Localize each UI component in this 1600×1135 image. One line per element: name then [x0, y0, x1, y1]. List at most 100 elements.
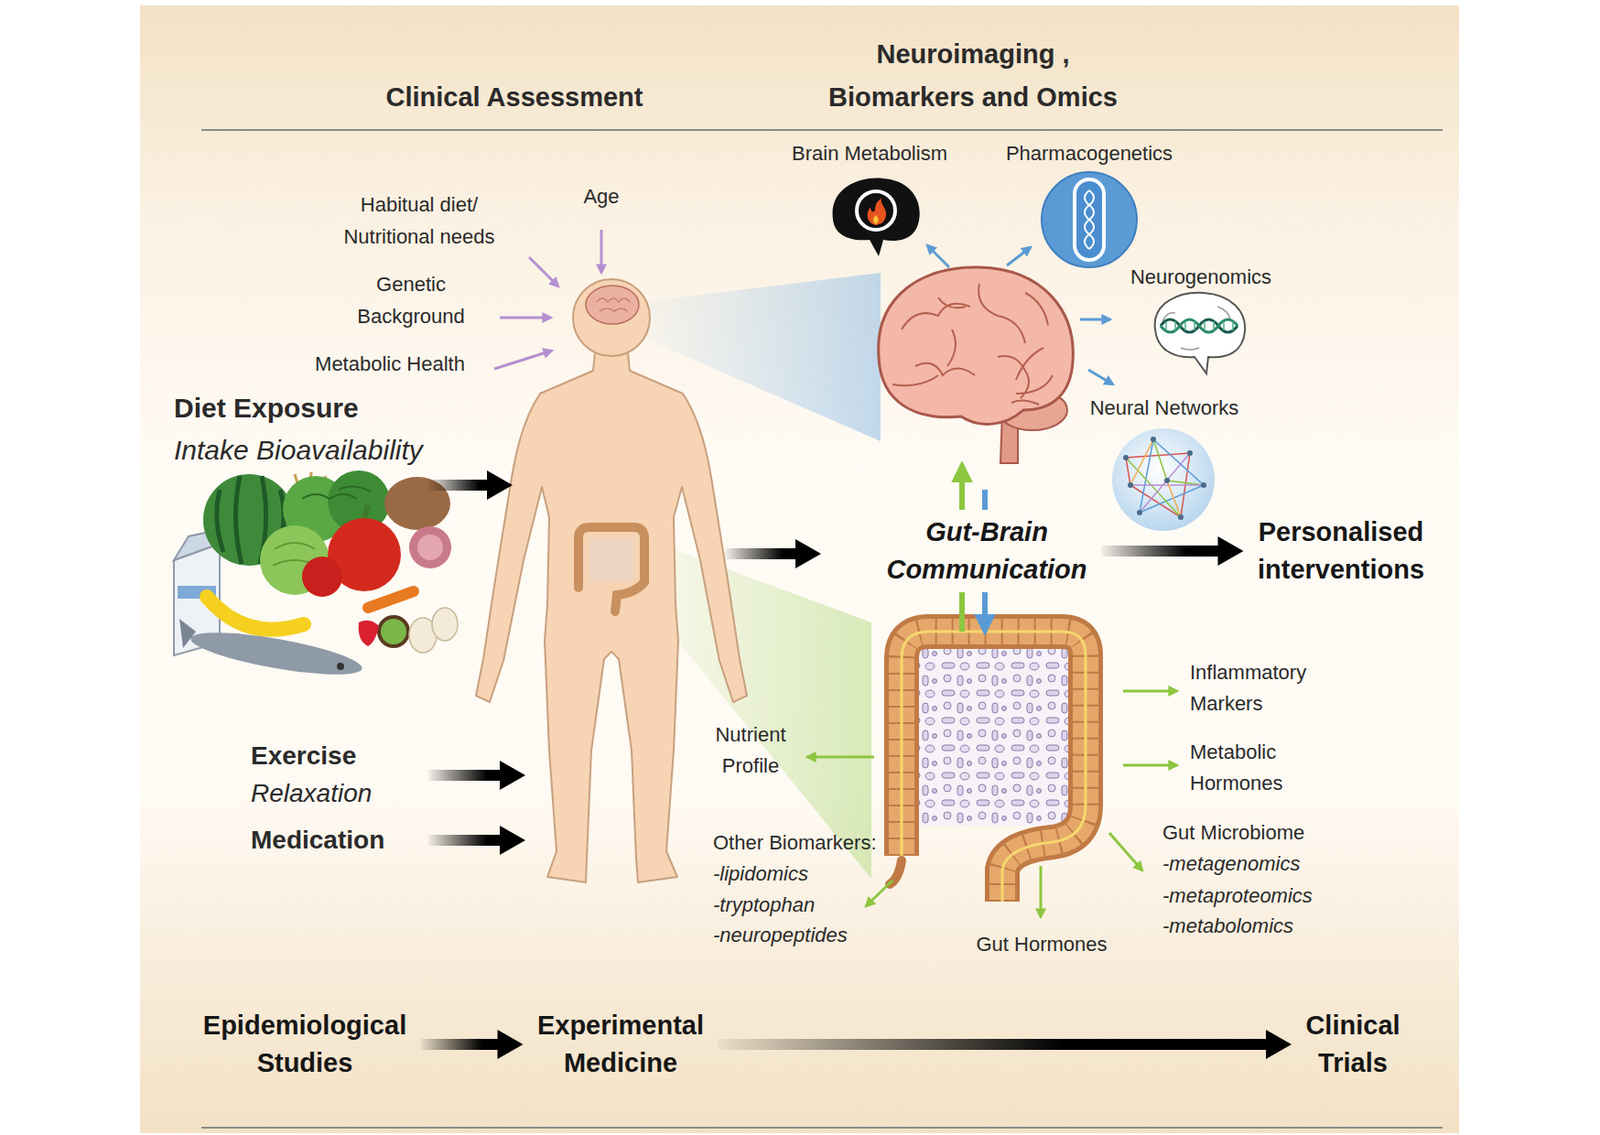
black-flow-arrows-part — [428, 825, 526, 855]
food-illustration-part — [432, 607, 458, 641]
text-label: Metabolic Hormones — [1189, 736, 1346, 800]
flow-node: Clinical Trials — [1297, 1003, 1409, 1086]
node-text: Experimental Medicine — [537, 1010, 704, 1078]
food-illustration-part — [179, 618, 196, 649]
neural-network-icon-part-part — [1150, 436, 1157, 443]
colon-illustration-part — [917, 646, 1070, 826]
green-gut-arrows-part — [865, 880, 893, 907]
large-brain-part — [878, 267, 1074, 424]
brain-metabolism-icon-part — [873, 215, 879, 225]
text-label: Gut Hormones — [975, 931, 1107, 958]
black-flow-arrows-part — [724, 539, 822, 569]
text-label: Clinical Assessment — [386, 81, 644, 113]
text-label: -metagenomics — [1162, 851, 1300, 877]
text-label: Neural Networks — [1090, 395, 1240, 422]
text-label: Relaxation — [250, 778, 372, 810]
human-figure-part — [596, 298, 630, 312]
neural-network-icon-part-part — [1127, 482, 1134, 488]
food-illustration-part — [336, 662, 345, 671]
blue-brain-arrows-part — [1080, 318, 1111, 322]
flow-node: Epidemiological Studies — [194, 1003, 416, 1086]
food-illustration-part — [206, 596, 304, 630]
flow-arrow — [1101, 536, 1244, 566]
neural-network-icon-part-part — [1164, 477, 1170, 484]
neural-network-icon-part-part — [1136, 509, 1143, 516]
text-label: Inflammatory Markers — [1189, 657, 1346, 720]
green-gut-arrows-part — [807, 756, 875, 759]
node-text: Epidemiological Studies — [203, 1010, 407, 1078]
neural-network-icon-part — [1125, 439, 1204, 518]
neural-network-icon-part-part — [1178, 514, 1184, 520]
colon-illustration-part — [901, 631, 1086, 902]
neural-network-icon-part — [1130, 439, 1181, 518]
brain-metabolism-icon-part — [867, 198, 887, 226]
black-flow-arrows-part — [428, 470, 513, 500]
colon-illustration-part — [901, 631, 1086, 902]
brain-metabolism-icon — [832, 178, 920, 257]
neurogenomics-icon — [1155, 292, 1245, 374]
human-figure-part — [585, 285, 639, 325]
text-label: Other Biomarkers: — [713, 830, 877, 856]
colon-illustration-part — [901, 631, 1086, 902]
text-label: -lipidomics — [713, 861, 809, 887]
purple-input-arrows-part — [494, 350, 552, 369]
neurogenomics-icon-part — [1160, 319, 1238, 333]
neurogenomics-icon-part — [1160, 319, 1238, 333]
header-rules-part — [201, 1126, 1443, 1129]
text-label: Nutrient Profile — [691, 719, 811, 782]
neural-network-icon-part-part — [1187, 450, 1193, 456]
food-illustration-part — [367, 591, 414, 608]
neural-network-icon-part — [1112, 428, 1215, 531]
purple-input-arrows-part — [529, 257, 559, 287]
neural-network-icon — [1112, 428, 1215, 531]
pharmacogenetics-icon-part — [1041, 172, 1137, 268]
text-label: Medication — [250, 824, 385, 856]
colon-illustration — [889, 631, 1086, 902]
text-label: -neuropeptides — [713, 922, 848, 949]
text-label: -tryptophan — [713, 892, 815, 919]
large-brain-part — [892, 283, 1053, 405]
flow-arrow — [718, 1029, 1293, 1060]
large-brain — [878, 267, 1074, 464]
brain-metabolism-icon-part — [856, 191, 896, 230]
food-illustration-part — [378, 616, 409, 647]
food-illustration-part — [188, 624, 366, 684]
node-text: Clinical Trials — [1305, 1010, 1400, 1078]
colon-illustration-part — [901, 631, 1086, 902]
text-label: Exercise — [250, 740, 357, 772]
node-text: Personalised interventions — [1257, 517, 1425, 584]
text-label: -metabolomics — [1162, 913, 1294, 940]
node-text: Gut-Brain Communication — [886, 517, 1087, 584]
neurogenomics-icon-part — [1155, 292, 1245, 374]
text-label: Age — [583, 183, 619, 210]
header-rules — [201, 129, 1443, 1128]
black-flow-arrows — [428, 470, 822, 855]
flow-node: Personalised interventions — [1249, 509, 1434, 593]
food-illustration-part — [302, 486, 371, 499]
pharmacogenetics-icon — [1041, 172, 1137, 268]
flow-node: Experimental Medicine — [529, 1003, 714, 1086]
text-label: Brain Metabolism — [791, 140, 948, 167]
text-label: Genetic Background — [333, 268, 489, 333]
neural-network-icon-part-part — [1200, 482, 1207, 488]
text-label: Metabolic Health — [314, 351, 465, 378]
brain-metabolism-icon-part — [832, 178, 920, 257]
text-label: Diet Exposure — [173, 391, 359, 425]
human-figure — [475, 279, 747, 883]
food-illustration-part — [302, 556, 343, 597]
food-illustration-part — [417, 534, 444, 561]
header-rules-part — [201, 129, 1443, 131]
neural-network-icon-part — [1123, 436, 1207, 520]
flow-node: Gut-Brain Communication — [877, 509, 1096, 593]
flow-arrow — [421, 1029, 524, 1060]
human-figure-part — [578, 527, 645, 612]
purple-input-arrows-part — [600, 229, 604, 273]
text-label: Neurogenomics — [1130, 264, 1272, 291]
purple-input-arrows — [494, 229, 602, 369]
green-gut-arrows-part — [1123, 764, 1178, 768]
black-flow-arrows-part — [428, 760, 526, 790]
text-label: Gut Microbiome — [1162, 820, 1305, 846]
food-illustration-part — [409, 526, 452, 569]
pharmacogenetics-icon-part — [1074, 179, 1104, 260]
